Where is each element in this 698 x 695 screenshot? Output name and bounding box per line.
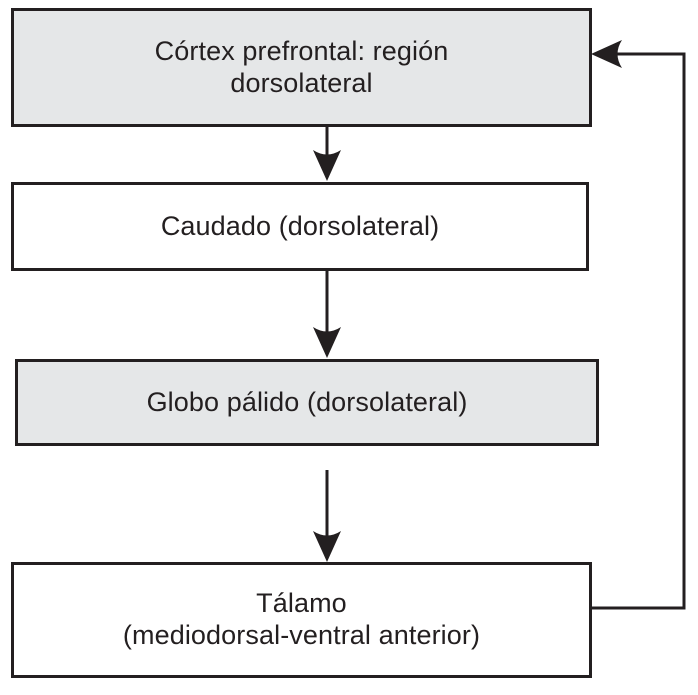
node-caudado-dorsolateral[interactable]: Caudado (dorsolateral): [11, 182, 589, 271]
edge-cortex-to-caudado: [313, 127, 341, 181]
arrowhead-down-icon: [313, 327, 341, 358]
arrowhead-down-icon: [313, 531, 341, 562]
edge-talamo-to-cortex-feedback: [591, 40, 686, 610]
node-label: Caudado (dorsolateral): [160, 210, 440, 241]
node-label: Tálamo (mediodorsal-ventral anterior): [122, 588, 481, 650]
edge-caudado-to-globo: [313, 271, 341, 358]
arrowhead-down-icon: [313, 150, 341, 181]
node-globo-palido-dorsolateral[interactable]: Globo pálido (dorsolateral): [15, 359, 599, 446]
arrowhead-left-icon: [591, 40, 622, 68]
node-label: Córtex prefrontal: región dorsolateral: [154, 35, 449, 98]
node-cortex-prefrontal-dorsolateral[interactable]: Córtex prefrontal: región dorsolateral: [11, 8, 592, 127]
edge-globo-to-talamo: [313, 470, 341, 562]
edge-line: [592, 52, 686, 610]
node-label: Globo pálido (dorsolateral): [146, 386, 468, 417]
node-talamo-mediodorsal-ventral-anterior[interactable]: Tálamo (mediodorsal-ventral anterior): [11, 562, 592, 678]
